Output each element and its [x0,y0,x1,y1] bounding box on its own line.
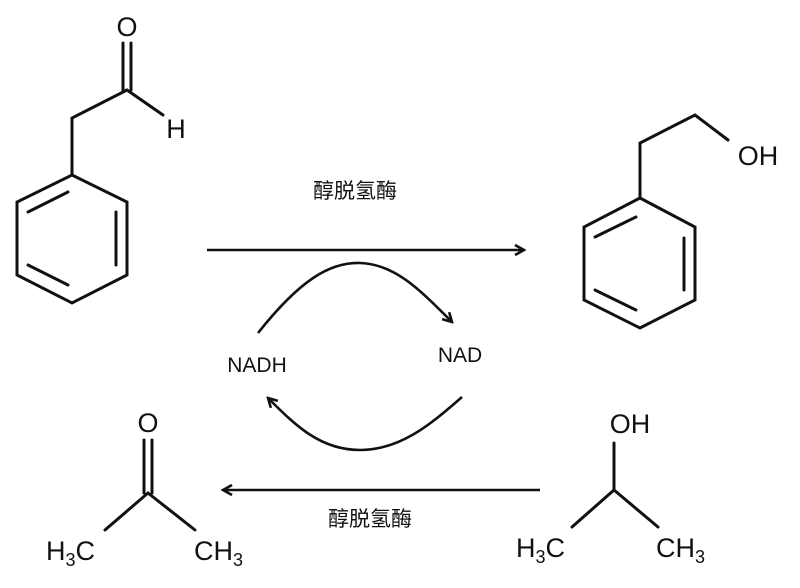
isopropanol-right-methyl-label: CH3 [656,533,705,567]
isopropanol-left-methyl-label: H3C [516,533,565,567]
acetone-structure: O H3C CH3 [46,408,243,570]
acetone-right-methyl-label: CH3 [194,536,243,570]
ketone-oxygen-label: O [137,408,158,438]
nadh-label: NADH [227,354,287,377]
nad-label: NAD [438,344,482,367]
aldehyde-oxygen-label: O [116,12,137,42]
nadh-to-nad-arrow [256,261,452,334]
phenylethanol-structure: OH [582,113,779,330]
nad-to-nadh-arrow [268,396,463,452]
bottom-enzyme-label: 醇脱氢酶 [328,507,412,531]
isopropanol-structure: OH H3C CH3 [516,409,705,567]
top-enzyme-label: 醇脱氢酶 [313,179,397,203]
aldehyde-hydrogen-label: H [166,114,186,144]
hydroxyl-label: OH [738,141,779,171]
phenylacetaldehyde-structure: O H [15,12,186,305]
acetone-left-methyl-label: H3C [46,536,95,570]
isopropanol-hydroxyl-label: OH [610,409,651,439]
